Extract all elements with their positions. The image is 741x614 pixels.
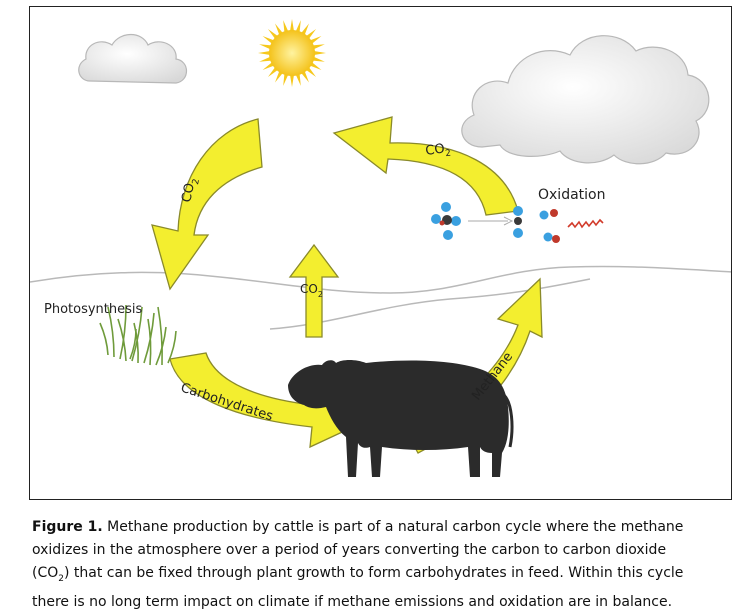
co2-label-left: CO2	[179, 176, 202, 204]
grass-icon	[99, 304, 177, 366]
sun-ray	[312, 44, 325, 50]
sun-ray	[267, 28, 278, 39]
sun-ray	[262, 36, 275, 44]
caption-line-4: there is no long term impact on climate …	[32, 593, 673, 610]
sun-ray	[259, 44, 272, 50]
sun-ray	[309, 36, 322, 44]
grass-blade	[147, 318, 152, 366]
sun-ray	[258, 51, 271, 55]
sun-ray	[306, 28, 317, 39]
co2-label-top: CO2	[424, 141, 451, 162]
co2-arrow-top	[332, 116, 519, 216]
cow-silhouette	[288, 360, 514, 477]
sun-ray	[309, 62, 322, 70]
sun-ray	[301, 23, 309, 36]
sun-icon	[258, 19, 326, 87]
caption-line-2: oxidizes in the atmosphere over a period…	[32, 542, 667, 558]
grass-blade	[133, 322, 139, 364]
oxidation-molecules	[431, 202, 604, 243]
caption-line-1: Figure 1. Methane production by cattle i…	[32, 516, 732, 539]
sun-ray	[290, 19, 294, 32]
grass-blade	[107, 306, 115, 358]
oxidation-label: Oxidation	[538, 187, 605, 203]
carbon-cycle-diagram: CO2 CO2 CO2 Oxidation Photosynthesis Car…	[30, 19, 731, 477]
heat-squiggle-icon	[567, 218, 604, 229]
ground-lines	[30, 265, 731, 330]
sun-ray	[262, 62, 275, 70]
co2-arrow-up	[288, 243, 340, 338]
sun-ray	[301, 70, 309, 83]
co2-arrow-left	[151, 118, 263, 291]
grass-blade	[157, 306, 163, 366]
sun-ray	[290, 74, 294, 87]
grass-blade	[119, 304, 127, 360]
sun-ray	[295, 20, 301, 33]
sun-ray	[283, 20, 289, 33]
photosynthesis-label: Photosynthesis	[44, 302, 143, 317]
water-molecule-icon	[539, 209, 560, 243]
caption-text-1: Methane production by cattle is part of …	[102, 519, 684, 535]
grass-blade	[99, 322, 109, 356]
caption-text-3-sub: 2	[58, 573, 64, 584]
sun-ray	[312, 56, 325, 62]
grass-blade	[117, 318, 127, 362]
figure-label: Figure 1.	[32, 519, 103, 535]
co2-molecule-icon	[513, 206, 523, 238]
diagram-frame: CO2 CO2 CO2 Oxidation Photosynthesis Car…	[29, 6, 732, 500]
sun-ray	[313, 51, 326, 55]
sun-ray	[259, 56, 272, 62]
figure-caption: Figure 1. Methane production by cattle i…	[32, 516, 732, 614]
grass-blade	[131, 306, 143, 362]
sun-ray	[283, 73, 289, 86]
sun-ray	[275, 70, 283, 83]
methane-molecule-icon	[431, 202, 461, 240]
caption-line-3: (CO2) that can be fixed through plant gr…	[32, 562, 732, 591]
co2-label-center: CO2	[300, 282, 323, 299]
grass-blade	[129, 328, 137, 360]
sun-ray	[275, 23, 283, 36]
sun-ray	[267, 67, 278, 78]
left-cloud	[78, 33, 188, 84]
right-cloud	[461, 35, 710, 165]
grass-blade	[167, 330, 177, 364]
carbohydrates-arrow	[169, 352, 368, 449]
sun-ray	[295, 73, 301, 86]
sun-ray	[306, 67, 317, 78]
caption-text-3a: (CO	[32, 565, 59, 581]
caption-text-3b: ) that can be fixed through plant growth…	[64, 565, 684, 581]
